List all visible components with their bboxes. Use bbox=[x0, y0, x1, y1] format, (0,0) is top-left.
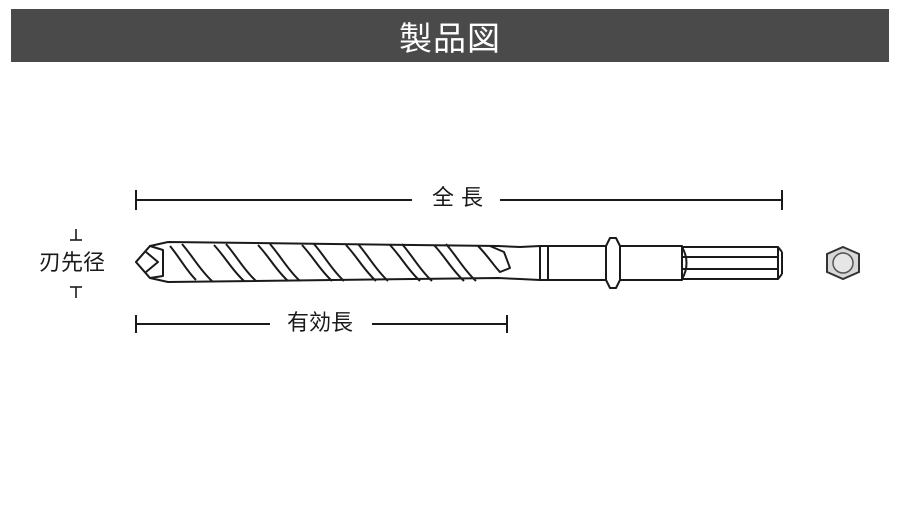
overall-length-label: 全 長 bbox=[428, 186, 487, 212]
page-title: 製品図 bbox=[399, 18, 501, 58]
hexagon-shank-end-icon bbox=[826, 245, 860, 281]
overall-length-dimension bbox=[135, 190, 783, 210]
tip-diameter-marker bbox=[70, 229, 82, 298]
tip-diameter-label: 刃先径 bbox=[39, 251, 106, 276]
effective-length-label: 有効長 bbox=[285, 311, 356, 337]
effective-length-dimension bbox=[135, 315, 508, 333]
drill-bit-icon bbox=[135, 237, 783, 289]
header-bar: 製品図 bbox=[11, 9, 889, 62]
